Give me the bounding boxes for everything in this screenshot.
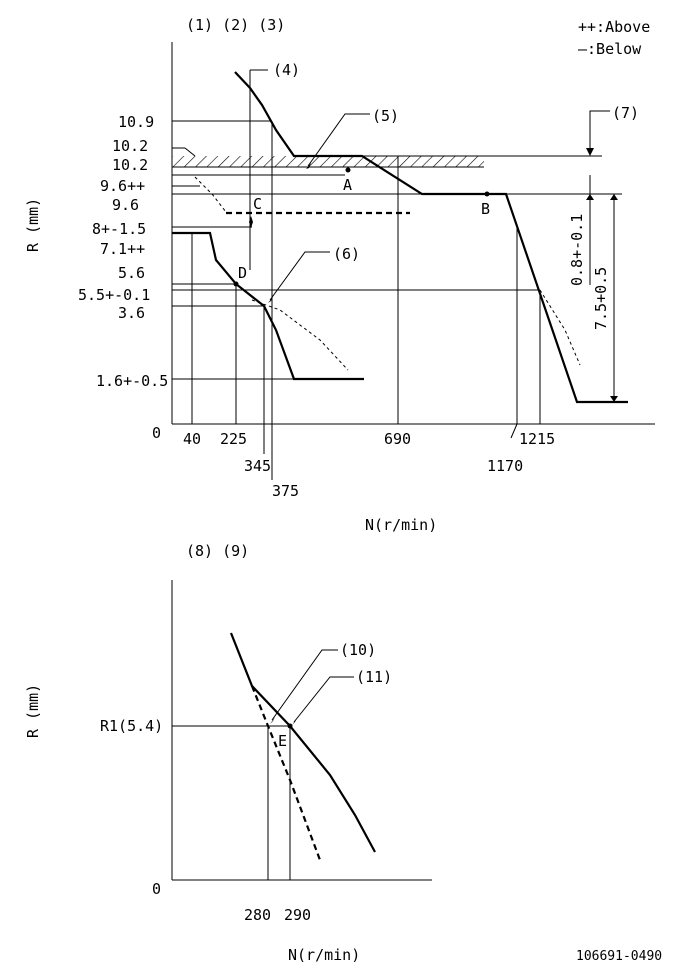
xtick-690: 690 bbox=[384, 430, 411, 448]
ytick-9.6: 9.6 bbox=[112, 196, 139, 214]
ytick-10.9: 10.9 bbox=[118, 113, 154, 131]
point-c: C bbox=[253, 195, 262, 213]
callout-5: (5) bbox=[372, 107, 399, 125]
dash-branch-upper bbox=[194, 176, 227, 213]
dash-branch-high bbox=[539, 289, 581, 366]
ytick-1.6: 1.6+-0.5 bbox=[96, 372, 168, 390]
dash-branch-idle bbox=[251, 299, 349, 371]
ytick-9.6pp: 9.6++ bbox=[100, 177, 145, 195]
top-origin: 0 bbox=[152, 424, 161, 442]
callout-4: (4) bbox=[273, 61, 300, 79]
bottom-xlabel: N(r/min) bbox=[288, 946, 360, 964]
legend-below: —:Below bbox=[578, 40, 642, 58]
xtick-40: 40 bbox=[183, 430, 201, 448]
dim-0.8: 0.8+-0.1 bbox=[568, 214, 586, 286]
xtick-290: 290 bbox=[284, 906, 311, 924]
bottom-ylabel: R (mm) bbox=[24, 684, 42, 738]
xtick-375: 375 bbox=[272, 482, 299, 500]
bottom-chart: (8) (9) 0 R (mm) N(r/min) R1(5.4) 280 29… bbox=[24, 542, 432, 964]
ytick-10.2b: 10.2 bbox=[112, 156, 148, 174]
hatched-limit-zone bbox=[172, 156, 484, 167]
idle-curve bbox=[172, 231, 364, 381]
xtick-345: 345 bbox=[244, 457, 271, 475]
full-load-curve bbox=[234, 71, 628, 404]
bottom-header: (8) (9) bbox=[186, 542, 249, 560]
callout-6: (6) bbox=[333, 245, 360, 263]
ytick-8: 8+-1.5 bbox=[92, 220, 146, 238]
xtick-280: 280 bbox=[244, 906, 271, 924]
bottom-origin: 0 bbox=[152, 880, 161, 898]
point-d: D bbox=[238, 264, 247, 282]
point-b: B bbox=[481, 200, 490, 218]
ytick-10.2a: 10.2 bbox=[112, 137, 148, 155]
top-ylabel: R (mm) bbox=[24, 198, 42, 252]
bottom-curve bbox=[229, 632, 376, 853]
ytick-7.1pp: 7.1++ bbox=[100, 240, 145, 258]
dim-7.5: 7.5+0.5 bbox=[592, 267, 610, 330]
top-chart: (1) (2) (3) ++:Above —:Below 0 R (mm) N(… bbox=[24, 16, 655, 534]
xtick-1215: 1215 bbox=[519, 430, 555, 448]
ytick-r1: R1(5.4) bbox=[100, 717, 163, 735]
xtick-225: 225 bbox=[220, 430, 247, 448]
legend-above: ++:Above bbox=[578, 18, 650, 36]
ytick-5.5: 5.5+-0.1 bbox=[78, 286, 150, 304]
point-e: E bbox=[278, 732, 287, 750]
xtick-1170: 1170 bbox=[487, 457, 523, 475]
top-xlabel: N(r/min) bbox=[365, 516, 437, 534]
callout-10: (10) bbox=[340, 641, 376, 659]
footer-code: 106691-0490 bbox=[576, 949, 662, 964]
ytick-5.6: 5.6 bbox=[118, 264, 145, 282]
bottom-dash-curve bbox=[250, 685, 322, 861]
ytick-3.6: 3.6 bbox=[118, 304, 145, 322]
callout-11: (11) bbox=[356, 668, 392, 686]
point-a: A bbox=[343, 176, 352, 194]
callout-7: (7) bbox=[612, 104, 639, 122]
top-header: (1) (2) (3) bbox=[186, 16, 285, 34]
